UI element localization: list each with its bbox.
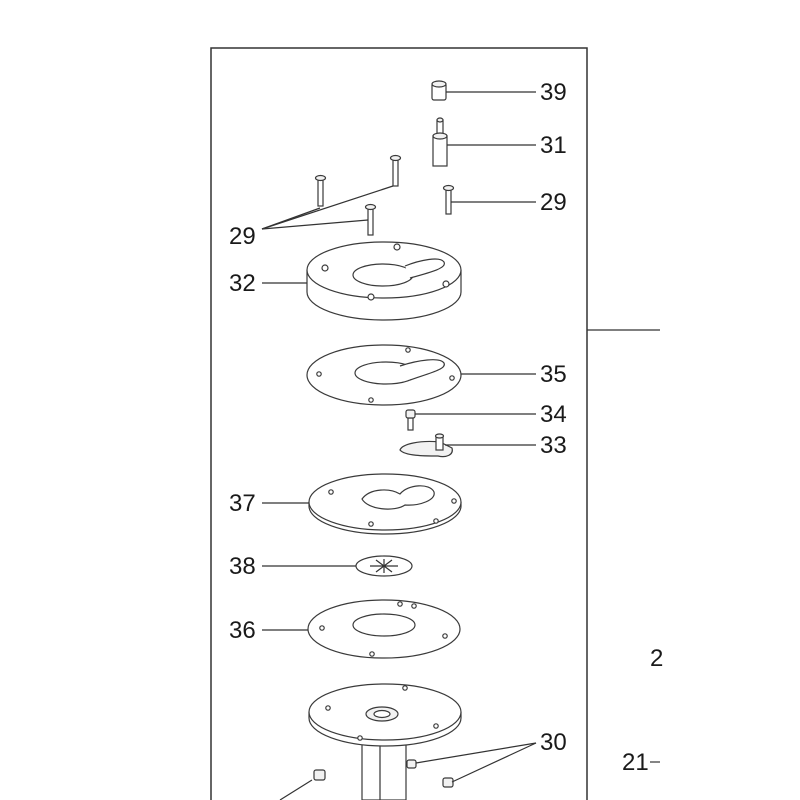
part-33-lever (399, 433, 453, 458)
part-37-plate (308, 473, 462, 535)
part-32-base-plate (306, 241, 462, 321)
part-35-gasket (306, 344, 462, 406)
part-39-cap (431, 80, 447, 101)
part-31-pin (432, 117, 448, 167)
leader-30-a (415, 742, 537, 764)
nut-30-a (406, 759, 417, 769)
callout-29-right: 29 (540, 189, 567, 216)
callout-2-partial: 2 (650, 645, 663, 672)
callout-31: 31 (540, 132, 567, 159)
callout-37: 37 (229, 490, 256, 517)
part-36-ring (307, 599, 461, 659)
screw-29-c (364, 203, 377, 236)
screw-29-d (442, 184, 455, 215)
part-housing (308, 683, 462, 800)
callout-21-partial: 21 (622, 749, 649, 776)
callout-35: 35 (540, 361, 567, 388)
leader-left-bottom (279, 779, 313, 800)
callout-34: 34 (540, 401, 567, 428)
nut-left (313, 769, 326, 781)
callout-33: 33 (540, 432, 567, 459)
leader-30-b (451, 742, 537, 783)
callout-29-left: 29 (229, 223, 256, 250)
diagram-frame (210, 47, 588, 800)
nut-30-b (442, 777, 454, 788)
part-38-star-washer (355, 555, 413, 577)
leader-29-left-c (261, 219, 369, 230)
callout-32: 32 (229, 270, 256, 297)
callout-38: 38 (229, 553, 256, 580)
screw-29-b (389, 154, 402, 187)
leader-29-left-b (261, 185, 394, 230)
callout-36: 36 (229, 617, 256, 644)
callout-39: 39 (540, 79, 567, 106)
callout-30: 30 (540, 729, 567, 756)
screw-29-a (314, 174, 327, 207)
part-34-screw (405, 409, 416, 431)
